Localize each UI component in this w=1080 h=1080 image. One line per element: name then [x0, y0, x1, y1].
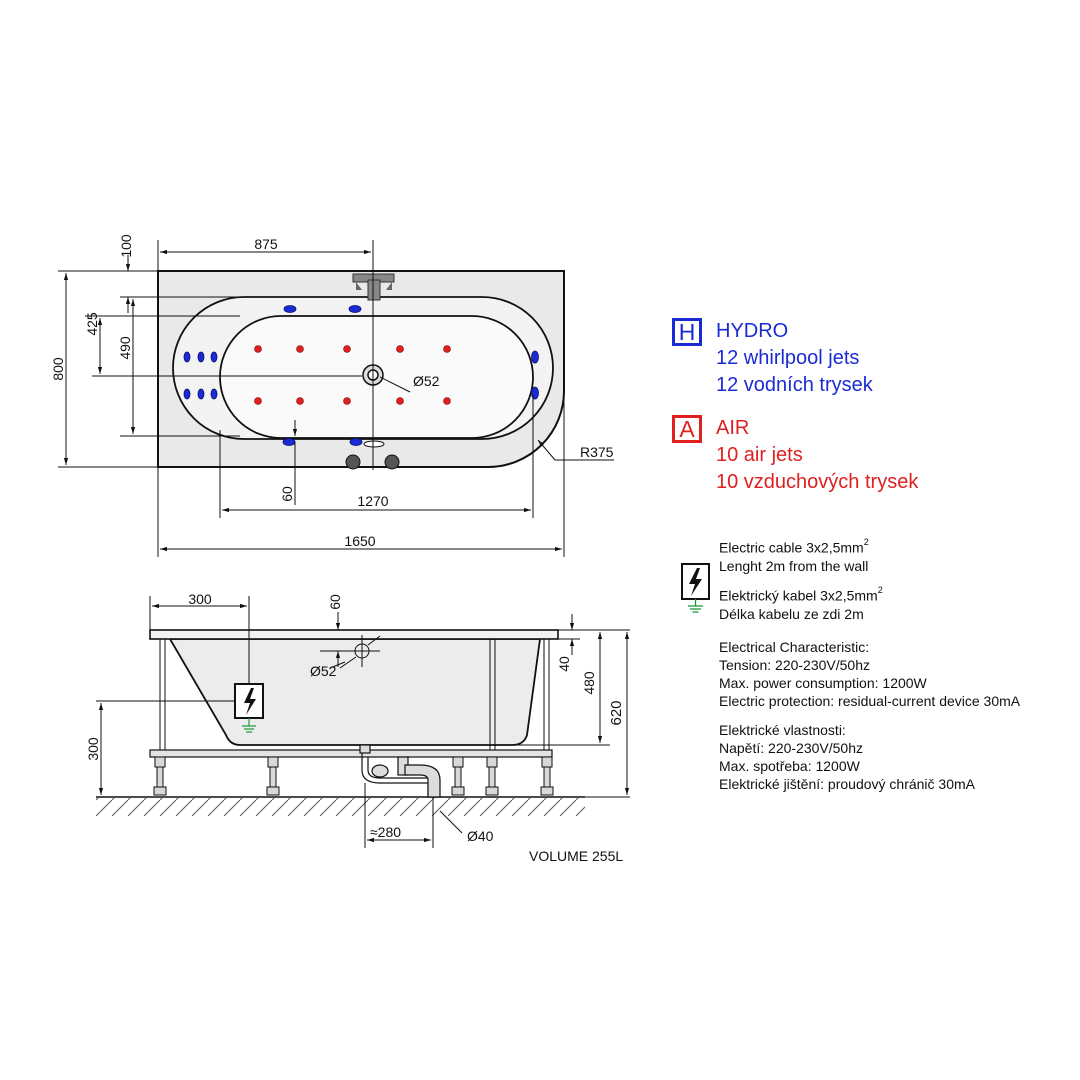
side-jet-icon: [339, 635, 381, 669]
hydro-jet: [197, 388, 205, 400]
side-view: 300 60 Ø52 40 480 620 300 ≈280 Ø40 VOLUM…: [85, 591, 630, 864]
length-cz-line: Délka kabelu ze zdi 2m: [719, 605, 864, 622]
dim-r375: R375: [580, 444, 614, 460]
hydro-badge: H: [672, 318, 702, 346]
electric-box-icon: [681, 563, 710, 613]
cable-cz-line: Elektrický kabel 3x2,5mm2: [719, 585, 883, 604]
air-jet: [296, 345, 304, 353]
air-jet: [443, 397, 451, 405]
hydro-text: HYDRO 12 whirlpool jets 12 vodních tryse…: [716, 318, 873, 399]
air-jet: [396, 345, 404, 353]
cable-en: Electric cable 3x2,5mm2 Lenght 2m from t…: [719, 535, 869, 575]
air-line2: 10 vzduchových trysek: [716, 471, 919, 493]
dim-490: 490: [117, 336, 133, 360]
tub-body-side: [168, 638, 542, 746]
legend-air: A AIR 10 air jets 10 vzduchových trysek: [672, 415, 1052, 496]
drain-trap-icon: [359, 744, 441, 798]
overflow-icon: [363, 440, 385, 448]
air-jet: [254, 397, 262, 405]
dim-875: 875: [254, 236, 278, 252]
air-badge: A: [672, 415, 702, 443]
dim-280: ≈280: [370, 824, 401, 840]
dim-1270: 1270: [357, 493, 388, 509]
side-dimension-lines: [96, 596, 630, 848]
legend-hydro: H HYDRO 12 whirlpool jets 12 vodních try…: [672, 318, 1052, 399]
char-en-protection: Electric protection: residual-current de…: [719, 693, 1021, 709]
hydro-jet: [210, 388, 218, 400]
air-jet: [343, 397, 351, 405]
air-jet: [396, 397, 404, 405]
tub-rim: [149, 629, 559, 640]
char-en-power: Max. power consumption: 1200W: [719, 675, 927, 691]
hydro-jet: [210, 351, 218, 363]
dim-d52-top: Ø52: [413, 373, 440, 389]
cable-cz: Elektrický kabel 3x2,5mm2 Délka kabelu z…: [719, 583, 883, 623]
char-en-title: Electrical Characteristic:: [719, 639, 870, 655]
support-legs: [153, 756, 554, 796]
top-dimension-lines: [58, 240, 614, 557]
hydro-jet: [283, 305, 297, 313]
dim-300-left: 300: [85, 737, 101, 761]
char-cz-power: Max. spotřeba: 1200W: [719, 758, 860, 774]
air-text: AIR 10 air jets 10 vzduchových trysek: [716, 415, 918, 496]
hydro-title: HYDRO: [716, 320, 789, 342]
hydro-jet: [348, 305, 362, 313]
dim-40-side: 40: [556, 656, 572, 672]
dim-620: 620: [608, 700, 625, 725]
floor-hatch: [96, 798, 585, 816]
electrical-characteristic-en: Electrical Characteristic: Tension: 220-…: [719, 638, 1020, 710]
length-en-line: Lenght 2m from the wall: [719, 557, 869, 574]
hydro-jet: [349, 438, 363, 446]
hydro-line2: 12 vodních trysek: [716, 374, 873, 396]
air-jet: [443, 345, 451, 353]
hydro-jet: [531, 350, 539, 364]
air-title: AIR: [716, 417, 750, 439]
air-jet: [254, 345, 262, 353]
dim-800: 800: [50, 357, 66, 381]
air-jet: [296, 397, 304, 405]
char-cz-title: Elektrické vlastnosti:: [719, 722, 846, 738]
hydro-jet: [282, 438, 296, 446]
volume-label: VOLUME 255L: [529, 848, 623, 864]
base-frame: [149, 749, 553, 758]
top-view: 875 100 425 490 800 Ø52 R375 60 1270 165…: [50, 234, 614, 557]
dim-60-top: 60: [279, 486, 295, 502]
hydro-jet: [197, 351, 205, 363]
frame-uprights: [159, 639, 550, 750]
cable-en-line: Electric cable 3x2,5mm2: [719, 537, 869, 556]
char-cz-protection: Elektrické jištění: proudový chránič 30m…: [719, 776, 975, 792]
hydro-jet: [183, 351, 191, 363]
air-jet: [343, 345, 351, 353]
dim-480: 480: [581, 671, 597, 695]
char-cz-tension: Napětí: 220-230V/50hz: [719, 740, 863, 756]
dim-60-side: 60: [327, 594, 343, 610]
air-line1: 10 air jets: [716, 444, 803, 466]
dim-1650: 1650: [344, 533, 375, 549]
control-knob-icon: [345, 454, 361, 470]
electric-box-side-icon: [234, 683, 264, 733]
hydro-jet: [183, 388, 191, 400]
dim-d52-side: Ø52: [310, 663, 337, 679]
air-jets: [254, 345, 451, 405]
char-en-tension: Tension: 220-230V/50hz: [719, 657, 870, 673]
dim-100: 100: [118, 234, 134, 258]
dim-d40-pipe: Ø40: [467, 828, 494, 844]
jets-legend: H HYDRO 12 whirlpool jets 12 vodních try…: [672, 318, 1052, 512]
hydro-line1: 12 whirlpool jets: [716, 347, 860, 369]
dim-425: 425: [84, 312, 100, 336]
electrical-characteristic-cz: Elektrické vlastnosti: Napětí: 220-230V/…: [719, 721, 975, 793]
dim-300-top: 300: [188, 591, 212, 607]
control-knob-icon: [384, 454, 400, 470]
